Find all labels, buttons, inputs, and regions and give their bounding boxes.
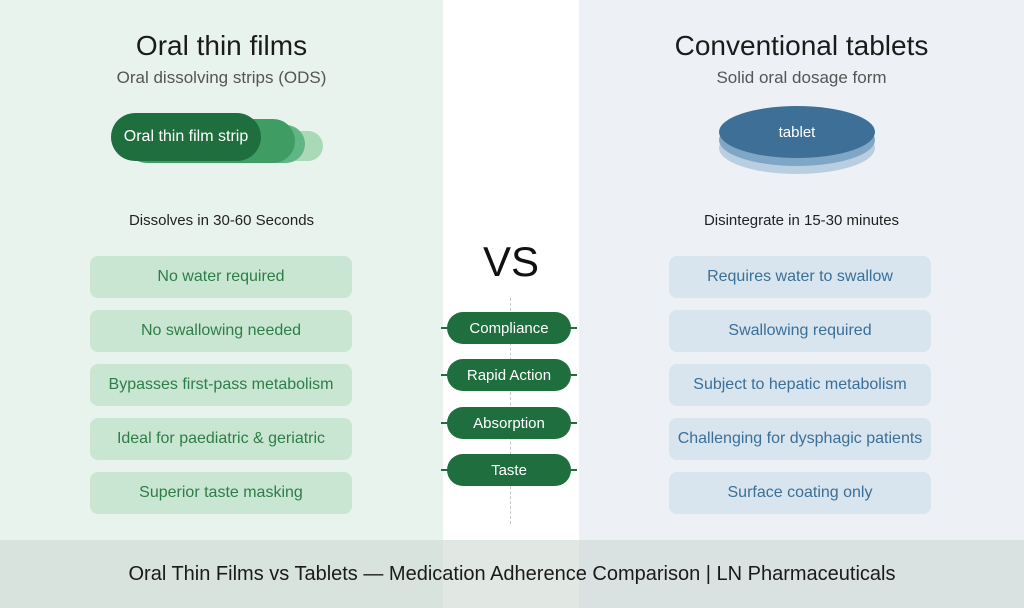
oral-thin-films-panel: Oral thin films Oral dissolving strips (… <box>0 0 443 608</box>
criterion-row: Compliance <box>441 312 577 344</box>
left-timing: Dissolves in 30-60 Seconds <box>128 212 315 229</box>
left-item: Superior taste masking <box>90 472 352 514</box>
right-item: Requires water to swallow <box>669 256 931 298</box>
left-item: No water required <box>90 256 352 298</box>
footer-caption: Oral Thin Films vs Tablets — Medication … <box>0 540 1024 608</box>
tablet-label: tablet <box>719 106 875 158</box>
vs-label: VS <box>482 238 540 285</box>
film-strip-label: Oral thin film strip <box>111 113 261 161</box>
conventional-tablets-panel: Conventional tablets Solid oral dosage f… <box>579 0 1024 608</box>
left-item: No swallowing needed <box>90 310 352 352</box>
left-item: Bypasses first-pass metabolism <box>90 364 352 406</box>
criterion-badge: Rapid Action <box>447 359 571 391</box>
right-item: Subject to hepatic metabolism <box>669 364 931 406</box>
criterion-row: Rapid Action <box>441 359 577 391</box>
left-title: Oral thin films <box>135 30 308 61</box>
criterion-badge: Compliance <box>447 312 571 344</box>
criterion-badge: Taste <box>447 454 571 486</box>
right-title: Conventional tablets <box>674 30 929 61</box>
right-item: Swallowing required <box>669 310 931 352</box>
right-timing: Disintegrate in 15-30 minutes <box>703 212 900 229</box>
right-item: Challenging for dysphagic patients <box>669 418 931 460</box>
left-item: Ideal for paediatric & geriatric <box>90 418 352 460</box>
left-benefit-list: No water required No swallowing needed B… <box>90 256 352 526</box>
criterion-badge: Absorption <box>447 407 571 439</box>
criterion-row: Absorption <box>441 407 577 439</box>
right-subtitle: Solid oral dosage form <box>716 68 887 87</box>
left-subtitle: Oral dissolving strips (ODS) <box>116 68 327 87</box>
criterion-row: Taste <box>441 454 577 486</box>
right-drawback-list: Requires water to swallow Swallowing req… <box>669 256 931 526</box>
right-item: Surface coating only <box>669 472 931 514</box>
